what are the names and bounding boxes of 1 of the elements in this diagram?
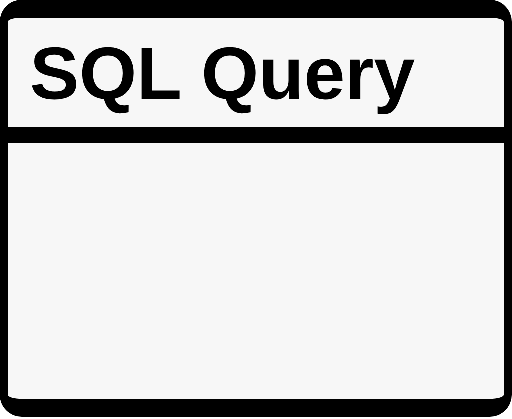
table-box <box>0 0 512 417</box>
